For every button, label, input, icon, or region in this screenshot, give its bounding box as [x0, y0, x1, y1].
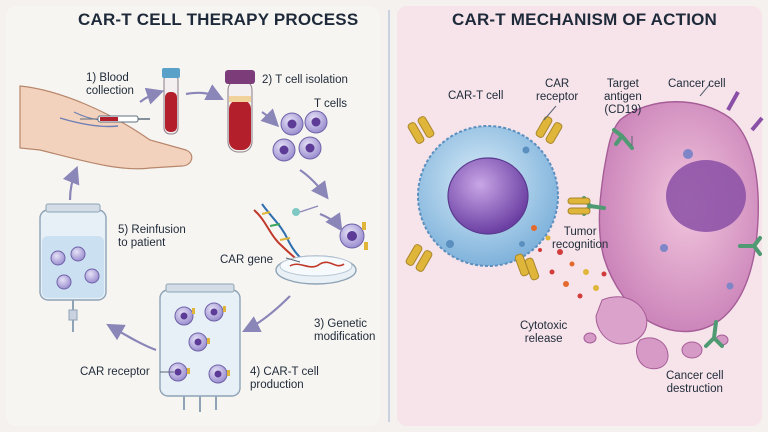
step-blood-collection-label: 1) Blood collection [86, 72, 134, 98]
car-receptor-line1: CAR [544, 78, 570, 90]
t-cells-label: T cells [314, 98, 348, 110]
step-genetic-modification-line2: modification [314, 331, 376, 343]
car-receptor-line2: receptor [536, 91, 579, 103]
step-blood-collection-line2: collection [86, 85, 134, 97]
t-cell-isolation-tube [225, 70, 255, 153]
car-t-cell [417, 125, 559, 267]
step-blood-collection-line1: 1) Blood [86, 72, 129, 84]
step-car-t-production-label: 4) CAR-T cell production [250, 366, 319, 392]
process-arrows [62, 84, 343, 352]
step-reinfusion-label: 5) Reinfusion to patient [118, 224, 186, 250]
process-title: CAR-T CELL THERAPY PROCESS [78, 10, 359, 29]
cancer-cell-label: Cancer cell [668, 78, 726, 90]
target-antigen-line2: antigen [604, 91, 642, 103]
car-t-cells-in-bag [168, 302, 230, 384]
cytotoxic-release-line2: release [524, 333, 563, 345]
petri-dish [275, 255, 357, 285]
modified-t-cell [339, 222, 368, 250]
target-antigen-line1: Target [606, 78, 639, 90]
car-receptor-label-right: CAR receptor [536, 78, 578, 104]
cytotoxic-granules [531, 225, 607, 299]
cytotoxic-release-label: Cytotoxic release [520, 320, 567, 346]
car-gene-label: CAR gene [220, 254, 274, 266]
step-car-t-production-line1: 4) CAR-T cell [250, 366, 319, 378]
cytotoxic-release-line1: Cytotoxic [520, 320, 568, 332]
step-genetic-modification-label: 3) Genetic modification [314, 318, 375, 344]
tumor-recognition-label: Tumor recognition [552, 226, 608, 252]
mechanism-title: CAR-T MECHANISM OF ACTION [452, 10, 718, 29]
step-genetic-modification-line1: 3) Genetic [314, 318, 368, 330]
step-t-cell-isolation-label: 2) T cell isolation [262, 74, 348, 86]
car-receptors [405, 116, 591, 281]
reinfusion-iv-bag [39, 203, 107, 332]
tumor-recognition-line1: Tumor [563, 226, 597, 238]
step-car-t-production-line2: production [250, 379, 304, 391]
tumor-recognition-line2: recognition [552, 239, 609, 251]
cancer-cell-destruction-label: Cancer cell destruction [666, 370, 724, 396]
step-reinfusion-line2: to patient [118, 237, 166, 249]
cancer-cell [598, 91, 764, 333]
cancer-cell-destruction-line2: destruction [666, 383, 723, 395]
t-cells-cluster [272, 110, 328, 162]
panel-divider [388, 10, 390, 422]
patient-arm-illustration [19, 85, 193, 170]
label-leader-lines [160, 83, 711, 373]
target-antigen-line3: (CD19) [604, 104, 642, 116]
cancer-cell-destruction-line1: Cancer cell [666, 370, 724, 382]
blood-collection-tube [162, 68, 180, 135]
target-antigen-label: Target antigen (CD19) [604, 78, 642, 117]
car-t-cell-label: CAR-T cell [448, 90, 504, 102]
cancer-cell-debris [583, 296, 729, 370]
step-reinfusion-line1: 5) Reinfusion [118, 224, 186, 236]
car-receptor-label-left: CAR receptor [80, 366, 150, 378]
